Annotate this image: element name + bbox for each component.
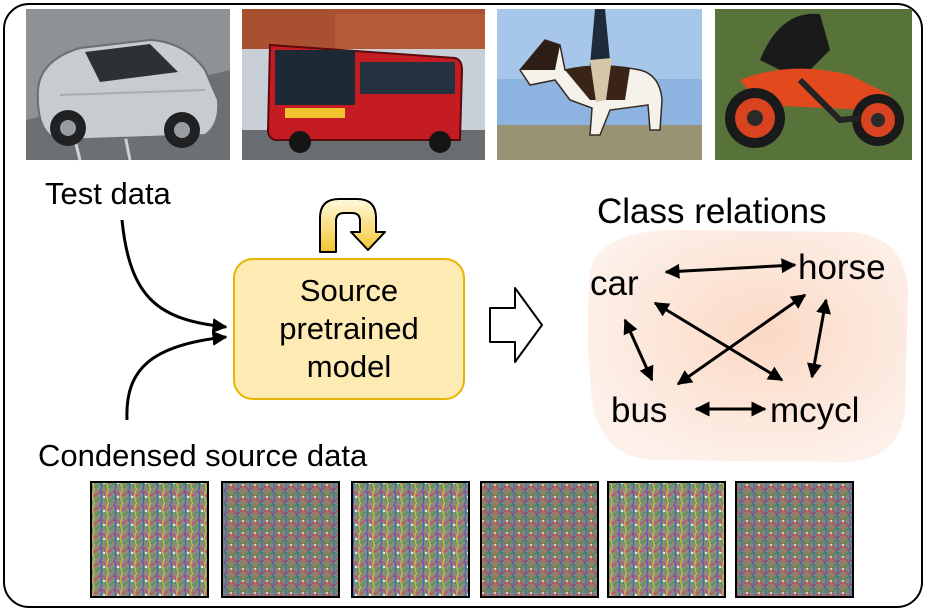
condensed-tile [480, 481, 599, 598]
relation-car-bus [623, 318, 654, 382]
relation-car-horse [664, 258, 797, 279]
source-model-box: Source pretrained model [233, 258, 465, 400]
node-car: car [590, 264, 639, 303]
figure-frame [3, 3, 923, 608]
condensed-tile [351, 481, 470, 598]
condensed-tile [221, 481, 340, 598]
relation-horse-bus [676, 293, 807, 386]
photo-car [26, 9, 230, 161]
condensed-tiles [90, 481, 854, 598]
adaptation-loop-arrow [319, 198, 386, 253]
condensed-tile [607, 481, 726, 598]
relation-horse-mcycl [807, 298, 831, 379]
test-data-label: Test data [45, 176, 171, 211]
condensed-source-data-label: Condensed source data [38, 438, 368, 473]
node-bus: bus [611, 391, 668, 430]
condensed-tile [90, 481, 209, 598]
photo-motorcycle [715, 9, 912, 160]
condensed-tile [735, 481, 854, 598]
class-relations-title: Class relations [597, 192, 827, 231]
photo-horse [497, 9, 702, 160]
node-horse: horse [798, 248, 886, 287]
condensed-data-arrow [125, 330, 228, 421]
model-label-line2: pretrained [279, 311, 419, 346]
output-arrow [489, 287, 543, 363]
model-label-line3: model [306, 349, 392, 384]
node-mcycl: mcycl [770, 391, 860, 430]
photo-bus [242, 9, 485, 160]
test-data-arrow [120, 219, 228, 334]
model-label-line1: Source [299, 273, 399, 308]
